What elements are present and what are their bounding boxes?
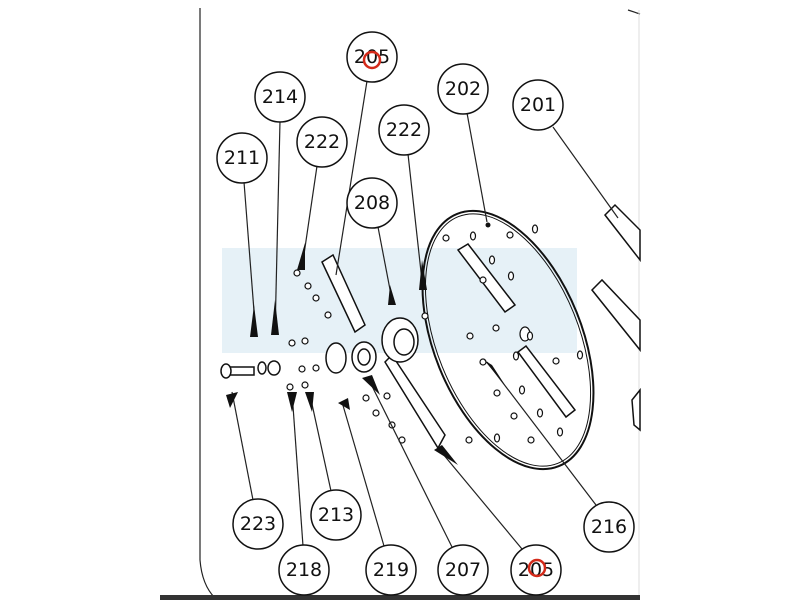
callout-223[interactable]: 223 (232, 498, 284, 550)
callout-216[interactable]: 216 (583, 501, 635, 553)
svg-text:211: 211 (224, 147, 260, 169)
callout-214[interactable]: 214 (254, 71, 306, 123)
svg-text:205: 205 (518, 559, 554, 581)
svg-text:216: 216 (591, 516, 627, 538)
svg-text:214: 214 (262, 86, 298, 108)
shaft-parts (220, 253, 446, 450)
callout-202[interactable]: 202 (437, 63, 489, 115)
svg-text:222: 222 (304, 131, 340, 153)
svg-text:223: 223 (240, 513, 276, 535)
callout-222-left[interactable]: 222 (296, 116, 348, 168)
leader-arrowheads (226, 243, 505, 465)
svg-text:213: 213 (318, 504, 354, 526)
drawing-frame-left (199, 8, 216, 599)
svg-text:208: 208 (354, 192, 390, 214)
callout-213[interactable]: 213 (310, 489, 362, 541)
svg-text:219: 219 (373, 559, 409, 581)
disc-plate-202 (421, 209, 595, 471)
callout-219[interactable]: 219 (365, 544, 417, 596)
svg-text:205: 205 (354, 46, 390, 68)
drawing-frame-corner (627, 9, 641, 15)
leader-lines (231, 80, 619, 550)
red-marker-icon (527, 558, 547, 578)
callout-222-right[interactable]: 222 (378, 104, 430, 156)
callout-205-bottom[interactable]: 205 (510, 544, 562, 596)
callout-205-top[interactable]: 205 (346, 31, 398, 83)
callout-211[interactable]: 211 (216, 132, 268, 184)
callout-201[interactable]: 201 (512, 79, 564, 131)
svg-text:222: 222 (386, 119, 422, 141)
svg-text:201: 201 (520, 94, 556, 116)
bracket-201 (590, 203, 641, 432)
red-marker-icon (362, 50, 382, 70)
callout-208[interactable]: 208 (346, 177, 398, 229)
svg-text:218: 218 (286, 559, 322, 581)
svg-text:202: 202 (445, 78, 481, 100)
callout-218[interactable]: 218 (278, 544, 330, 596)
callout-207[interactable]: 207 (437, 544, 489, 596)
svg-text:207: 207 (445, 559, 481, 581)
bottom-bar (160, 595, 640, 600)
